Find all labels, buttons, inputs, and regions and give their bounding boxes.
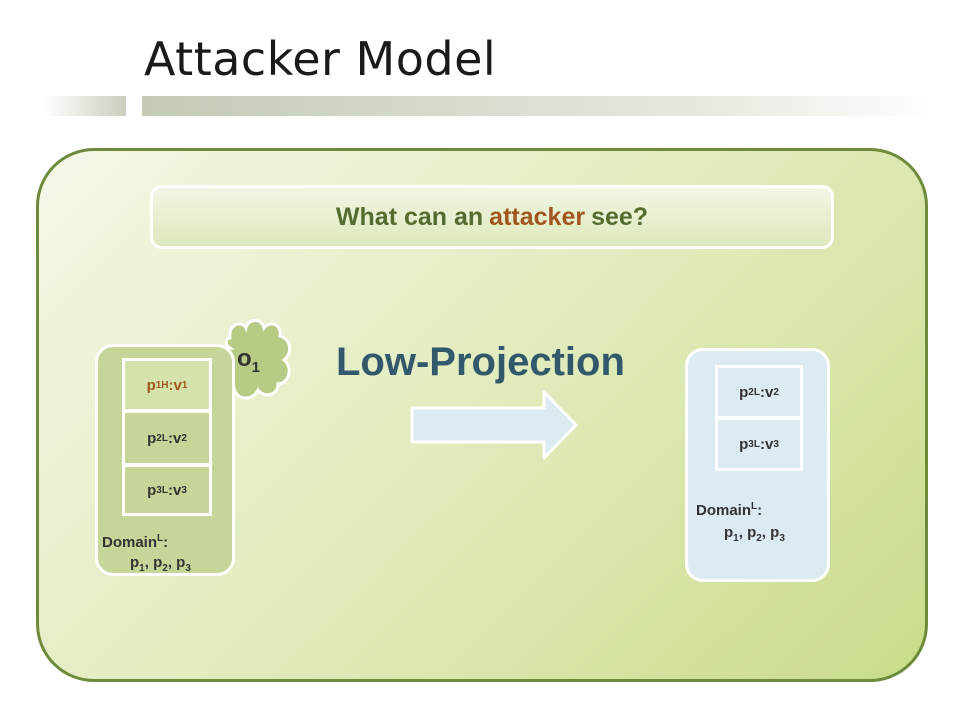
low-projection-heading: Low-Projection	[336, 340, 625, 384]
right-domain-values: p1, p2, p3	[724, 524, 785, 544]
slide-title: Attacker Model	[144, 32, 497, 86]
right-arrow-icon	[410, 390, 578, 460]
question-text-after: see?	[591, 202, 649, 231]
right-domain-label: DomainL:	[696, 501, 763, 519]
title-underline-right	[142, 96, 940, 116]
left-domain-values: p1, p2, p3	[130, 554, 191, 574]
title-underline-left	[44, 96, 126, 116]
left-domain-label: DomainL:	[102, 533, 169, 551]
question-accent-word: attacker	[489, 202, 586, 231]
observation-label: o1	[237, 345, 261, 376]
question-banner: What can an attacker see?	[150, 185, 834, 249]
question-text-before: What can an	[335, 202, 484, 231]
